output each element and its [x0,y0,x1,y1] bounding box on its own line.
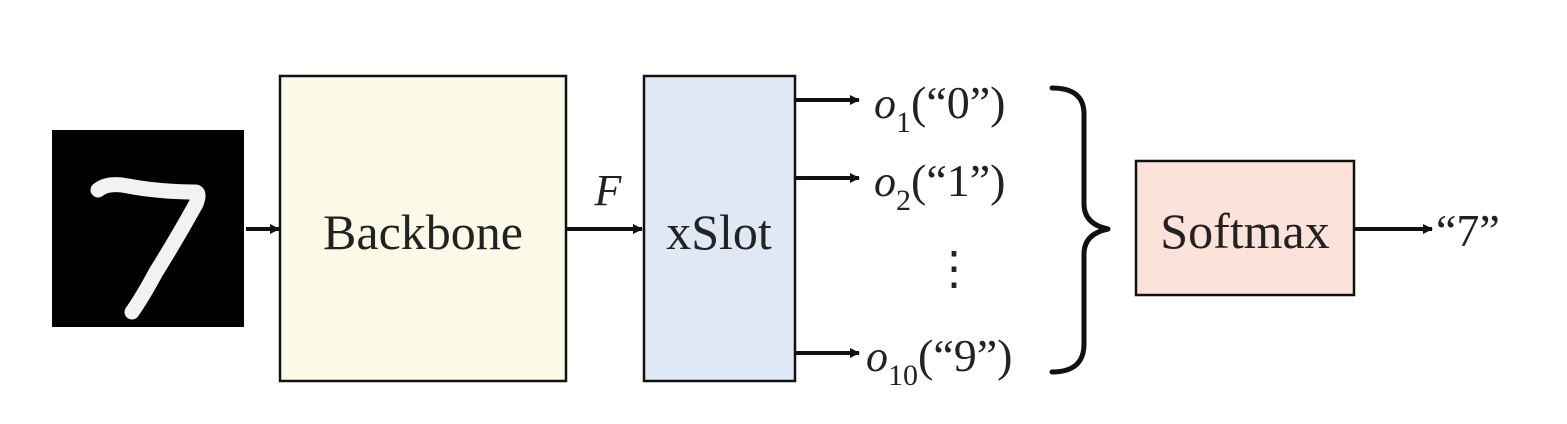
output-label-1: o1(“0”) [874,77,1005,139]
output-10-class: (“9”) [918,330,1012,381]
ellipsis-vertical: ⋮ [931,243,977,294]
output-2-class: (“1”) [911,155,1005,206]
output-1-subscript: 1 [896,106,911,139]
output-1-var: o [874,79,896,128]
output-2-var: o [874,157,896,206]
output-1-class: (“0”) [911,77,1005,128]
output-2-subscript: 2 [896,184,911,217]
feature-label: F [594,166,623,215]
xslot-block: xSlot [642,74,797,383]
grouping-brace [1049,85,1111,375]
prediction-label: “7” [1436,205,1500,256]
backbone-label: Backbone [323,204,523,260]
xslot-box [642,74,797,383]
output-label-2: o2(“1”) [874,155,1005,217]
xslot-label: xSlot [666,204,772,260]
output-10-var: o [866,332,888,381]
backbone-block: Backbone [278,74,568,383]
input-digit-image [52,130,244,327]
backbone-box [278,74,568,383]
softmax-box [1134,159,1356,297]
softmax-label: Softmax [1160,203,1329,259]
output-10-subscript: 10 [888,359,918,392]
digit-seven-stroke [90,177,206,320]
output-label-10: o10(“9”) [866,330,1012,392]
softmax-block: Softmax [1134,159,1356,297]
